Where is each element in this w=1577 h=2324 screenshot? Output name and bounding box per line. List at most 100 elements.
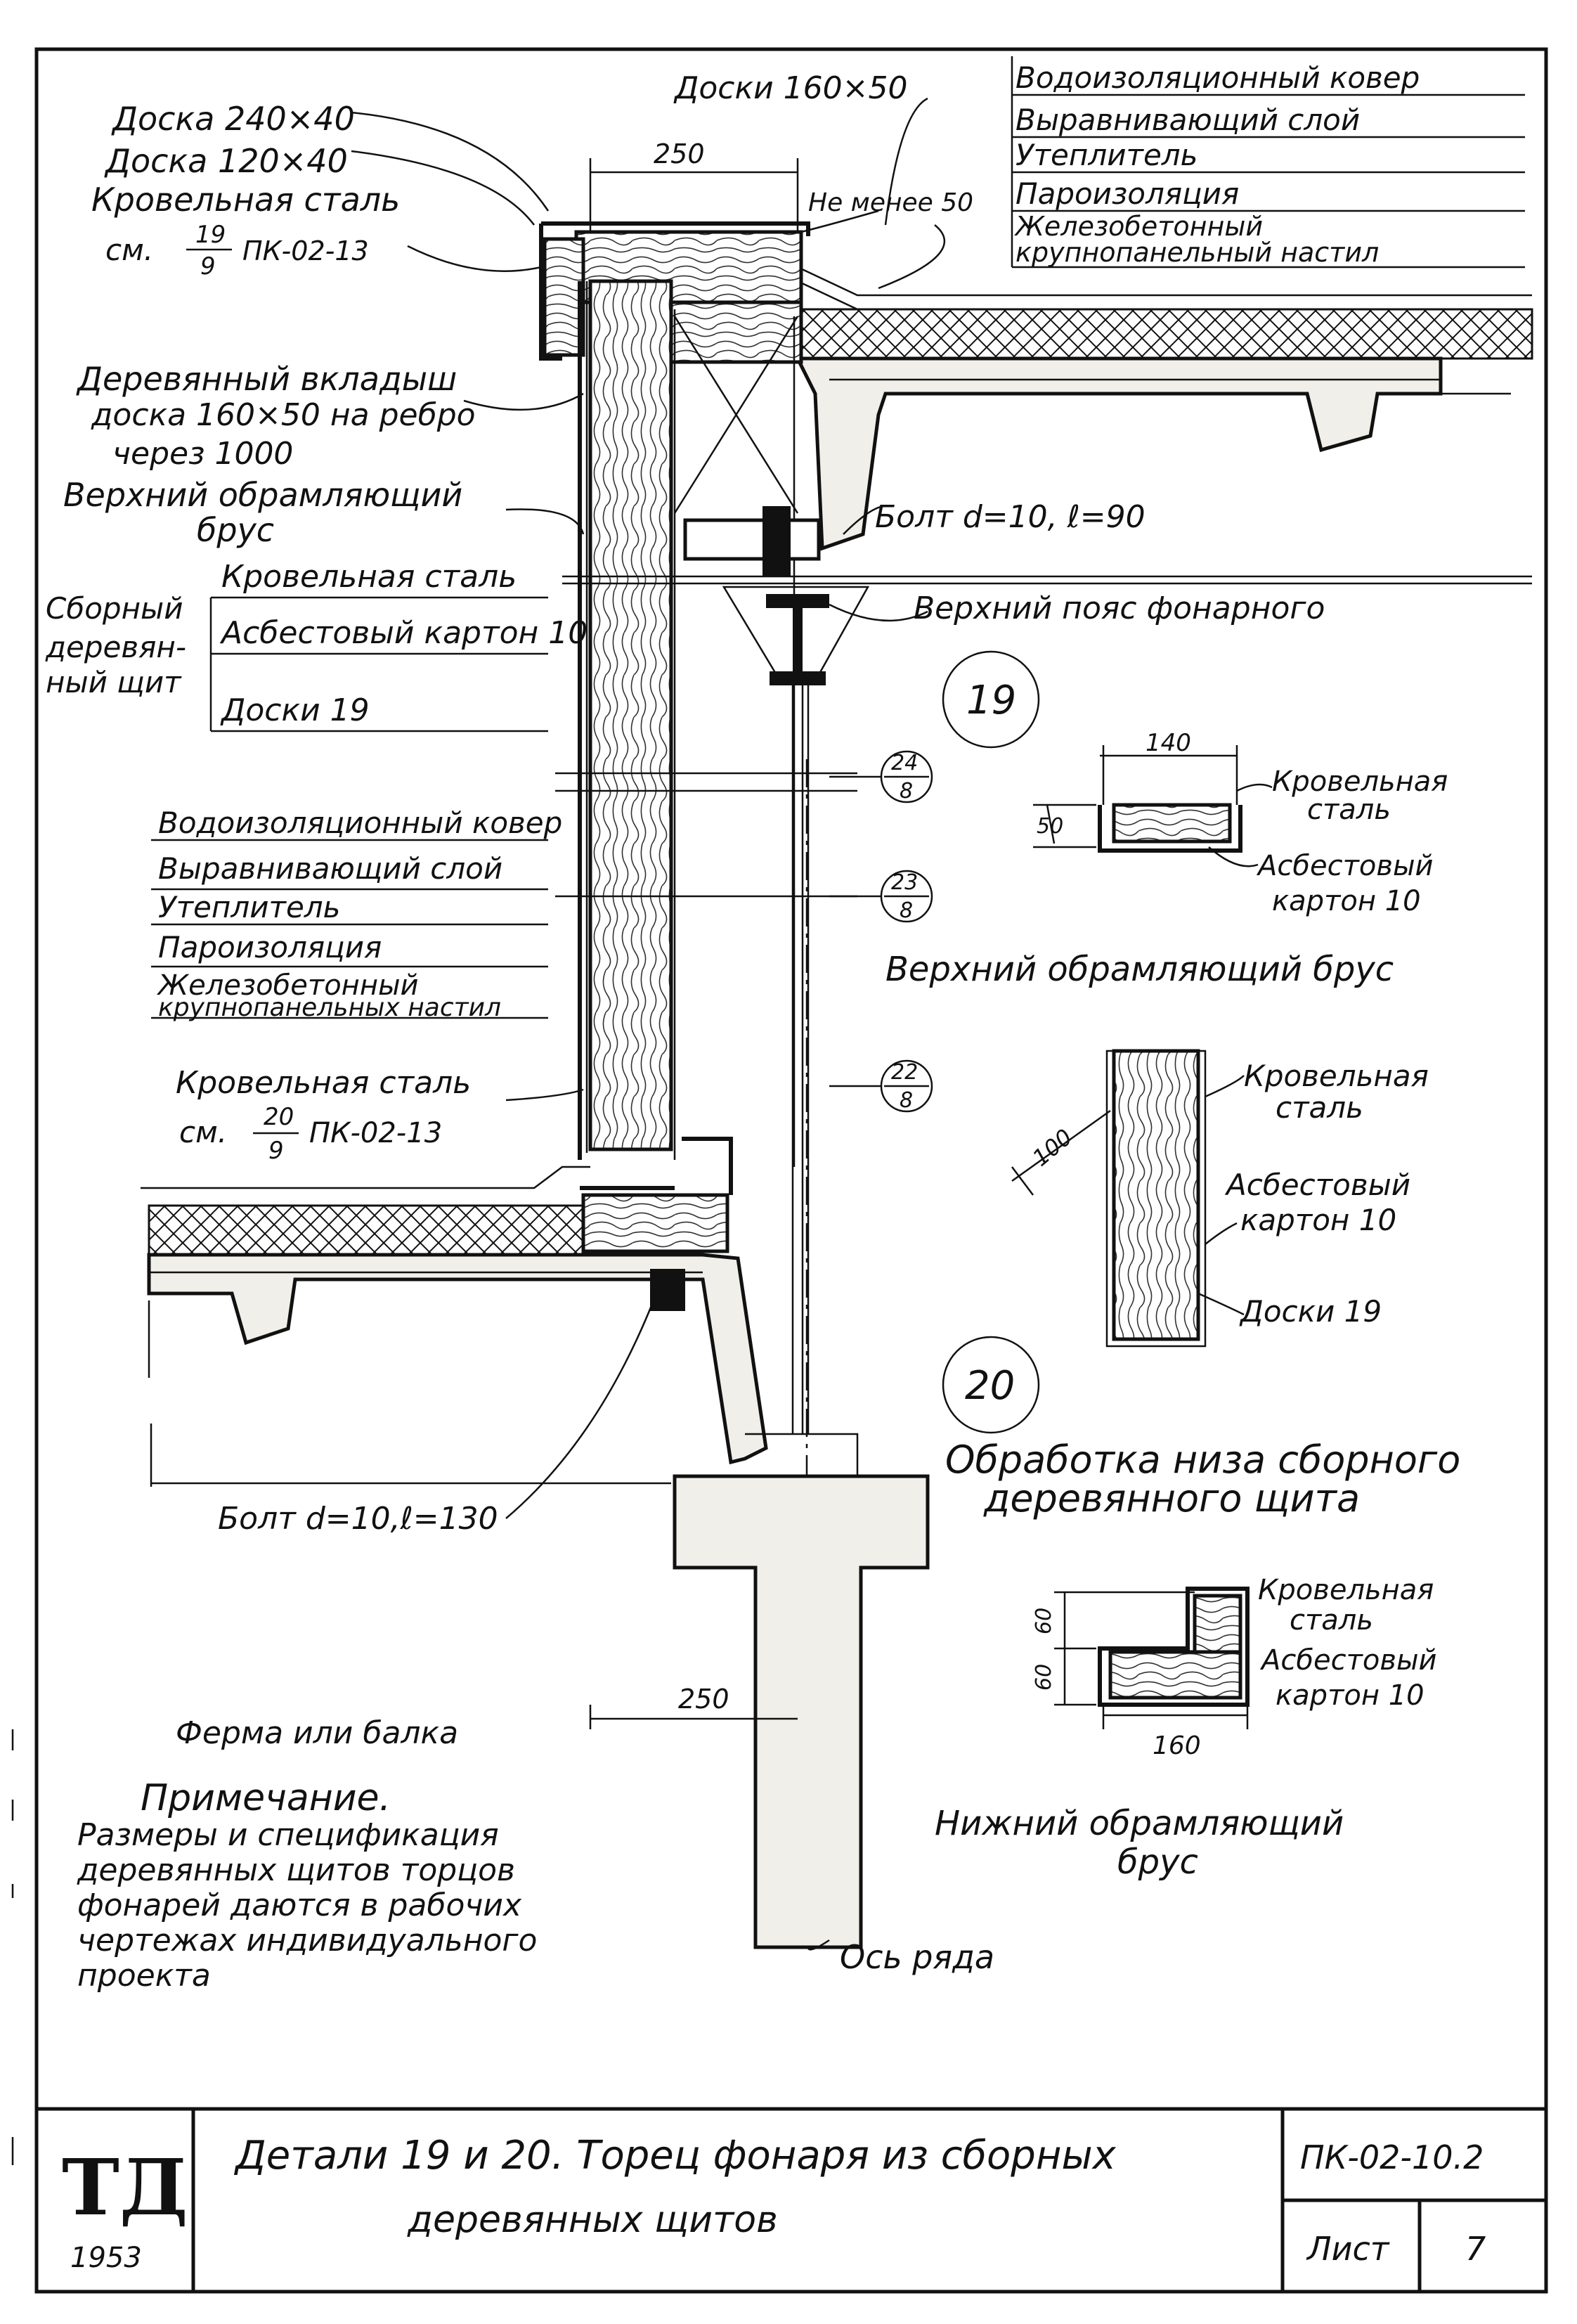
ref-left-num: 20	[264, 1103, 294, 1131]
text-layer: Доски 160×50 Доска 240×40 Доска 120×40 К…	[45, 60, 1486, 2274]
lantern-top-chord	[722, 586, 870, 1434]
title-block-title-2: деревянных щитов	[407, 2199, 778, 2241]
left-layer-1: Водоизоляционный ковер	[158, 806, 562, 840]
d19-caption: Верхний обрамляющий брус	[885, 950, 1394, 989]
ref-top-den: 9	[200, 252, 216, 280]
d19-dim-height: 50	[1037, 814, 1063, 839]
d20-label-stal-1: Кровельная	[1258, 1574, 1434, 1606]
label-krovelnaya-stal-top: Кровельная сталь	[91, 181, 400, 219]
dv-label-karton-1: Асбестовый	[1224, 1168, 1410, 1202]
dv-label-karton-2: картон 10	[1240, 1203, 1396, 1237]
label-bolt-top: Болт d=10, ℓ=90	[875, 499, 1146, 535]
d20-caption-2: брус	[1117, 1842, 1198, 1882]
d20-label-stal-2: сталь	[1290, 1604, 1373, 1637]
dv-label-doski: Доски 19	[1239, 1294, 1382, 1329]
note-line-2: деревянных щитов торцов	[77, 1852, 515, 1888]
left-layer-5: Железобетонный	[156, 969, 419, 1002]
top-layer-3: Утеплитель	[1015, 138, 1198, 172]
d19-label-karton-2: картон 10	[1272, 885, 1421, 917]
note-line-3: фонарей даются в рабочих	[77, 1887, 522, 1923]
ref-24-den: 8	[900, 779, 913, 803]
shield-layer-3: Доски 19	[220, 692, 370, 728]
ref-22-num: 22	[891, 1060, 918, 1085]
top-layer-1: Водоизоляционный ковер	[1015, 60, 1420, 95]
dim-250-bottom	[589, 1705, 798, 1729]
d19-dim-width: 140	[1146, 729, 1191, 757]
top-layer-5: Железобетонный	[1014, 211, 1263, 242]
note-heading: Примечание.	[141, 1777, 391, 1819]
left-layer-4: Пароизоляция	[158, 930, 382, 964]
label-sborny-3: ный щит	[46, 665, 182, 699]
lower-roof-assembly	[141, 1166, 768, 1465]
d19-label-stal-1: Кровельная	[1272, 766, 1448, 798]
top-layer-rules	[1011, 56, 1525, 269]
d20-dim-60a: 60	[1032, 1608, 1056, 1634]
note-line-5: проекта	[77, 1958, 211, 1994]
d19-label-karton-1: Асбестовый	[1256, 850, 1434, 882]
shield-layer-2: Асбестовый картон 10	[219, 615, 588, 651]
column	[150, 1424, 930, 1949]
ref-left-sheet: ПК-02-13	[309, 1117, 442, 1149]
section-refs	[829, 750, 933, 1113]
title-block-sheet-num: 7	[1465, 2230, 1486, 2268]
label-doski-160x50: Доски 160×50	[673, 70, 907, 106]
title-block-code: ПК-02-10.2	[1300, 2138, 1484, 2176]
ref-22-den: 8	[900, 1088, 913, 1113]
note-line-1: Размеры и спецификация	[77, 1817, 499, 1853]
ref-top-sheet: ПК-02-13	[242, 235, 369, 266]
detail-20-circle	[942, 1336, 1040, 1434]
label-vkladysh-1: Деревянный вкладыш	[76, 360, 457, 398]
shield-label-rules	[151, 596, 548, 1019]
left-layer-3: Утеплитель	[158, 890, 340, 924]
d20-dim-160: 160	[1153, 1731, 1201, 1760]
label-doska-240x40: Доска 240×40	[111, 100, 355, 138]
label-sborny-1: Сборный	[46, 591, 183, 626]
break-lines	[555, 772, 857, 898]
detail-19-marker: 19	[966, 678, 1016, 723]
label-os-ryada: Ось ряда	[840, 1938, 994, 1976]
title-block-logo: ТД	[62, 2142, 188, 2233]
d20-label-karton-1: Асбестовый	[1259, 1644, 1437, 1677]
dim-250-top-label: 250	[654, 138, 705, 169]
label-vkladysh-2: доска 160×50 на ребро	[91, 397, 476, 433]
shield-layer-1: Кровельная сталь	[221, 559, 517, 595]
d20-dim-60b: 60	[1032, 1664, 1056, 1691]
bottom-frame	[580, 1137, 733, 1311]
title-block-year: 1953	[70, 2242, 142, 2274]
top-bolt	[562, 506, 1532, 585]
d20-title-2: деревянного щита	[983, 1476, 1360, 1521]
ref-left-den: 9	[268, 1137, 284, 1165]
label-bolt-bottom: Болт d=10,ℓ=130	[218, 1501, 498, 1537]
detail-20-marker: 20	[965, 1363, 1015, 1409]
label-krovelnaya-stal-left: Кровельная сталь	[176, 1065, 471, 1101]
label-sborny-2: деревян-	[45, 630, 186, 664]
ref-23-num: 23	[891, 870, 918, 895]
left-layer-6: крупнопанельных настил	[158, 993, 501, 1022]
detail-19-circle	[942, 650, 1040, 749]
detail-19-drawing	[1033, 745, 1273, 867]
top-layer-2: Выравнивающий слой	[1015, 103, 1360, 137]
label-ferma: Ферма или балка	[176, 1715, 458, 1751]
label-sm-left: см.	[179, 1115, 227, 1149]
detail-20-drawing	[1054, 1587, 1250, 1729]
title-block	[37, 2107, 1546, 2292]
title-block-title-1: Детали 19 и 20. Торец фонаря из сборных	[233, 2133, 1117, 2178]
d20-title-1: Обработка низа сборного	[945, 1438, 1460, 1482]
note-line-4: чертежах индивидуального	[77, 1923, 537, 1958]
label-sm-top: см.	[105, 233, 153, 267]
ref-top-num: 19	[195, 221, 226, 249]
title-block-sheet-label: Лист	[1306, 2230, 1390, 2268]
upper-roof-assembly	[794, 266, 1533, 551]
dv-label-stal-2: сталь	[1276, 1090, 1363, 1125]
cross-brace	[673, 316, 799, 1167]
label-ne-menee-50: Не менее 50	[808, 188, 973, 217]
d20-label-karton-2: картон 10	[1276, 1679, 1425, 1712]
top-layer-4: Пароизоляция	[1015, 176, 1239, 211]
ref-24-num: 24	[891, 751, 918, 775]
ref-23-den: 8	[900, 898, 913, 923]
sheet-border	[34, 47, 1548, 2294]
dv-label-stal-1: Кровельная	[1244, 1059, 1429, 1093]
d19-label-stal-2: сталь	[1307, 794, 1391, 826]
label-verkhniy-brus-2: брус	[197, 511, 274, 549]
